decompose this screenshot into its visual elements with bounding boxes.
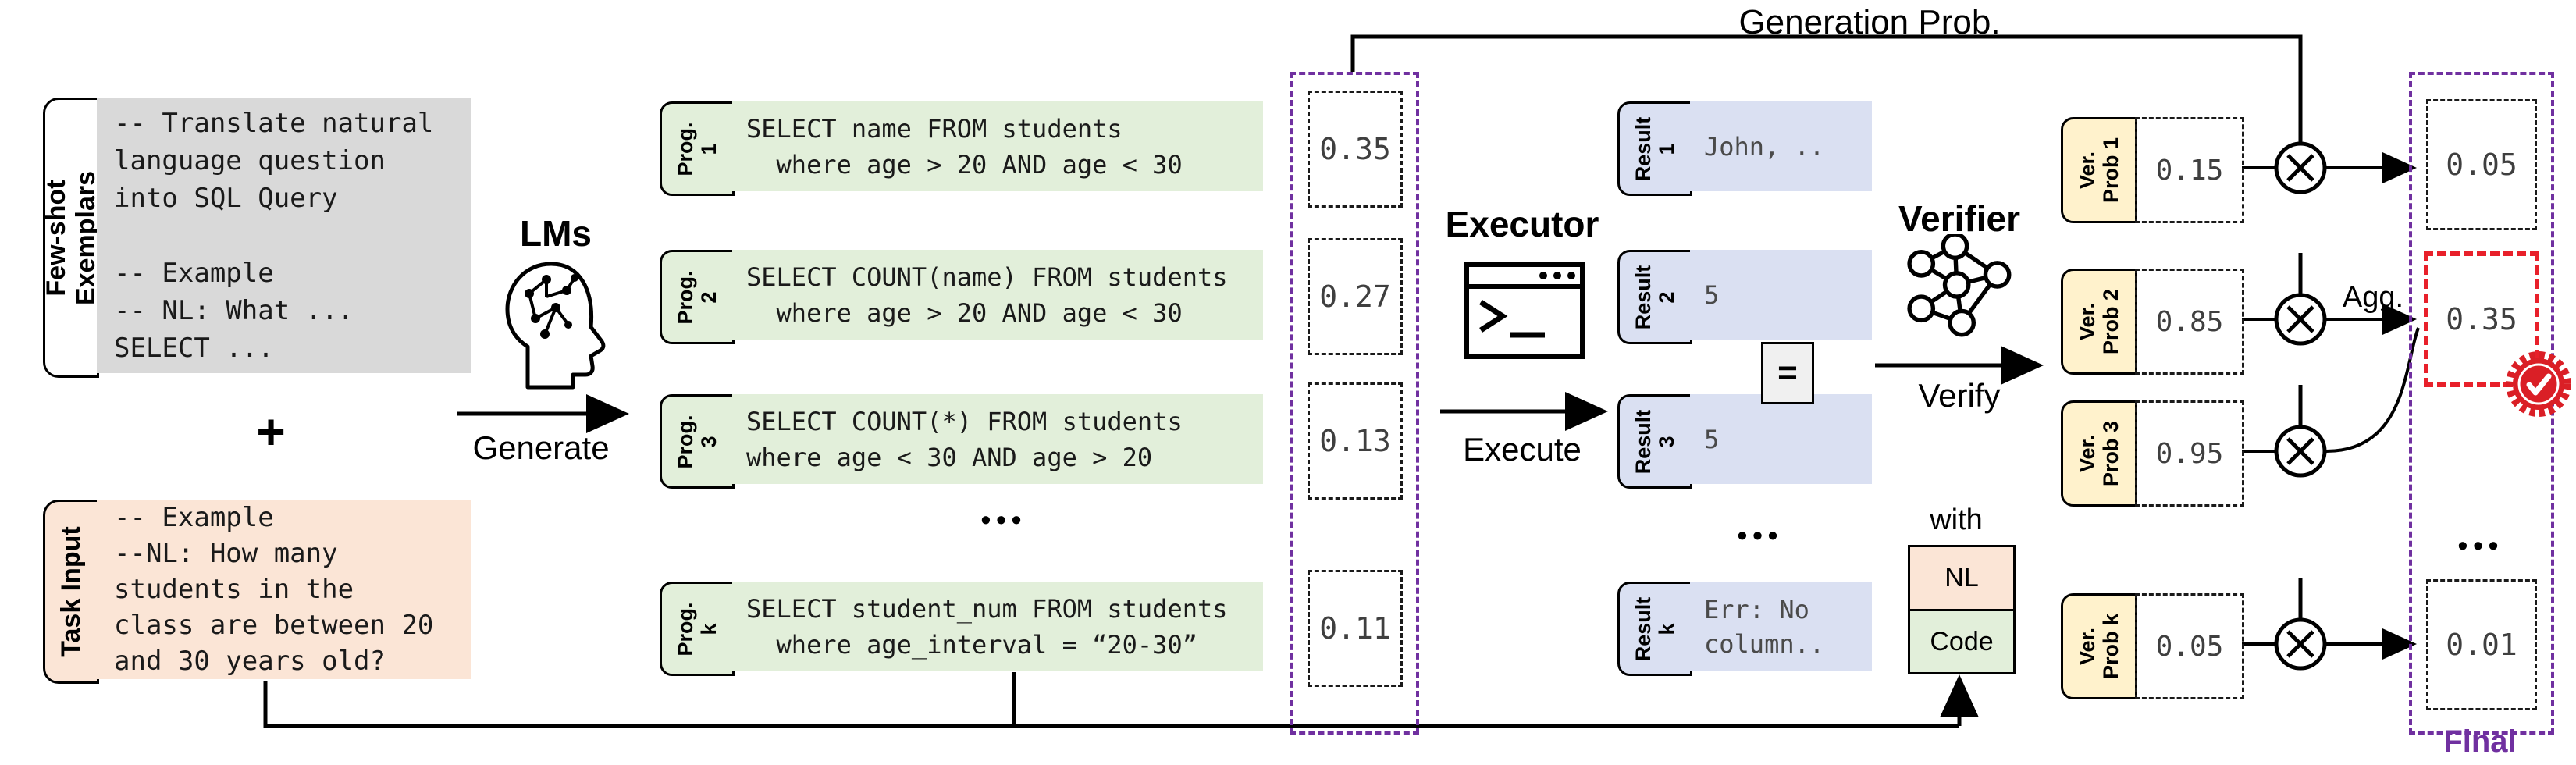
result-tab-k: Result k (1617, 582, 1692, 676)
results-equal-box: = (1761, 342, 1814, 404)
terminal-icon (1464, 262, 1585, 359)
multiply-node-2 (2274, 293, 2327, 346)
program-code-3: SELECT COUNT(*) FROM students where age … (746, 406, 1183, 472)
multiply-node-k (2274, 617, 2327, 671)
generation-prob-2: 0.27 (1308, 238, 1403, 355)
lms-title: LMs (520, 213, 592, 254)
program-code-k: SELECT student_num FROM students where a… (746, 593, 1228, 660)
code-box: Code (1910, 611, 2013, 672)
final-scores-ellipsis: ••• (2457, 529, 2504, 561)
aggregation-curve (2325, 327, 2420, 453)
result-tab-1-label: Result 1 (1631, 116, 1678, 181)
ver-prob-tab-k: Ver. Prob k (2061, 593, 2137, 699)
stage-arrows (457, 346, 2044, 433)
final-score-2-selected: 0.35 (2424, 251, 2539, 387)
ver-prob-tab-1: Ver. Prob 1 (2061, 117, 2137, 223)
program-tab-3: Prog. 3 (660, 394, 735, 489)
multiply-node-1 (2274, 141, 2327, 194)
program-tab-k-label: Prog. k (673, 601, 720, 656)
result-text-k: Err: No column.. (1704, 594, 1825, 659)
final-score-k: 0.01 (2426, 579, 2537, 710)
program-box-3: SELECT COUNT(*) FROM students where age … (732, 394, 1263, 484)
ver-prob-value-3: 0.95 (2135, 400, 2244, 507)
ver-prob-tab-2-label: Ver. Prob 2 (2075, 288, 2122, 355)
program-tab-1: Prog. 1 (660, 101, 735, 196)
result-text-3: 5 (1704, 424, 1720, 454)
lms-head-icon (505, 262, 606, 390)
nl-box: NL (1910, 547, 2013, 611)
program-tab-2: Prog. 2 (660, 250, 735, 344)
ver-prob-tab-2: Ver. Prob 2 (2061, 269, 2137, 375)
generate-label: Generate (472, 429, 610, 466)
program-code-1: SELECT name FROM students where age > 20… (746, 113, 1183, 180)
result-box-1: John, .. (1690, 101, 1872, 191)
with-label: with (1930, 503, 1983, 536)
verprob-to-multiply-lines (2242, 166, 2275, 646)
program-tab-1-label: Prog. 1 (673, 121, 720, 176)
generation-prob-3: 0.13 (1308, 382, 1403, 500)
task-input-box: -- Example --NL: How many students in th… (97, 500, 471, 679)
result-text-1: John, .. (1704, 131, 1825, 162)
ver-prob-tab-3-label: Ver. Prob 3 (2075, 420, 2122, 487)
multiply-nodes (2274, 141, 2327, 671)
result-tab-2: Result 2 (1617, 250, 1692, 344)
result-text-2: 5 (1704, 279, 1720, 310)
neural-network-icon (1907, 234, 2012, 337)
result-tab-3-label: Result 3 (1631, 409, 1678, 474)
nl-code-stack: NL Code (1908, 545, 2016, 674)
generation-prob-1: 0.35 (1308, 91, 1403, 208)
task-input-tab: Task Input (43, 500, 99, 684)
result-tab-2-label: Result 2 (1631, 265, 1678, 329)
program-tab-2-label: Prog. 2 (673, 269, 720, 325)
result-box-2: 5 (1690, 250, 1872, 340)
winner-check-badge (2506, 351, 2571, 417)
few-shot-exemplars-tab: Few-shot Exemplars (41, 98, 101, 378)
generation-prob-column (1290, 72, 1419, 735)
executor-title: Executor (1445, 204, 1599, 244)
final-score-label: Final Score (2436, 724, 2523, 765)
multiply-output-arrows (2325, 152, 2420, 660)
ver-prob-tab-k-label: Ver. Prob k (2075, 613, 2122, 680)
ver-prob-tab-3: Ver. Prob 3 (2061, 400, 2137, 507)
result-tab-1: Result 1 (1617, 101, 1692, 196)
multiply-node-3 (2274, 425, 2327, 478)
verifier-title: Verifier (1898, 198, 2020, 239)
ver-prob-value-k: 0.05 (2135, 593, 2244, 699)
task-input-text: -- Example --NL: How many students in th… (114, 502, 434, 677)
program-tab-3-label: Prog. 3 (673, 414, 720, 469)
bottom-routing-line (263, 672, 1979, 728)
ver-prob-value-1: 0.15 (2135, 117, 2244, 223)
few-shot-exemplars-tab-label: Few-shot Exemplars (41, 170, 101, 305)
program-box-1: SELECT name FROM students where age > 20… (732, 101, 1263, 191)
result-box-3: 5 (1690, 394, 1872, 484)
program-box-2: SELECT COUNT(name) FROM students where a… (732, 250, 1263, 340)
program-tab-k: Prog. k (660, 582, 735, 676)
task-input-tab-label: Task Input (55, 526, 86, 657)
result-tab-k-label: Result k (1631, 596, 1678, 661)
result-box-k: Err: No column.. (1690, 582, 1872, 671)
final-score-1: 0.05 (2426, 99, 2537, 230)
ver-prob-tab-1-label: Ver. Prob 1 (2075, 137, 2122, 204)
program-box-k: SELECT student_num FROM students where a… (732, 582, 1263, 671)
results-ellipsis: ••• (1737, 519, 1784, 551)
few-shot-exemplars-text: -- Translate natural language question i… (114, 107, 434, 364)
execute-label: Execute (1463, 431, 1582, 468)
few-shot-exemplars-box: -- Translate natural language question i… (97, 98, 471, 373)
ver-prob-value-2: 0.85 (2135, 269, 2244, 375)
program-code-2: SELECT COUNT(name) FROM students where a… (746, 262, 1228, 328)
verify-label: Verify (1918, 377, 2001, 414)
plus-sign: + (256, 404, 286, 460)
generation-prob-line (1350, 34, 2303, 620)
programs-ellipsis: ••• (980, 503, 1027, 536)
result-tab-3: Result 3 (1617, 394, 1692, 489)
generation-prob-k: 0.11 (1308, 570, 1403, 687)
